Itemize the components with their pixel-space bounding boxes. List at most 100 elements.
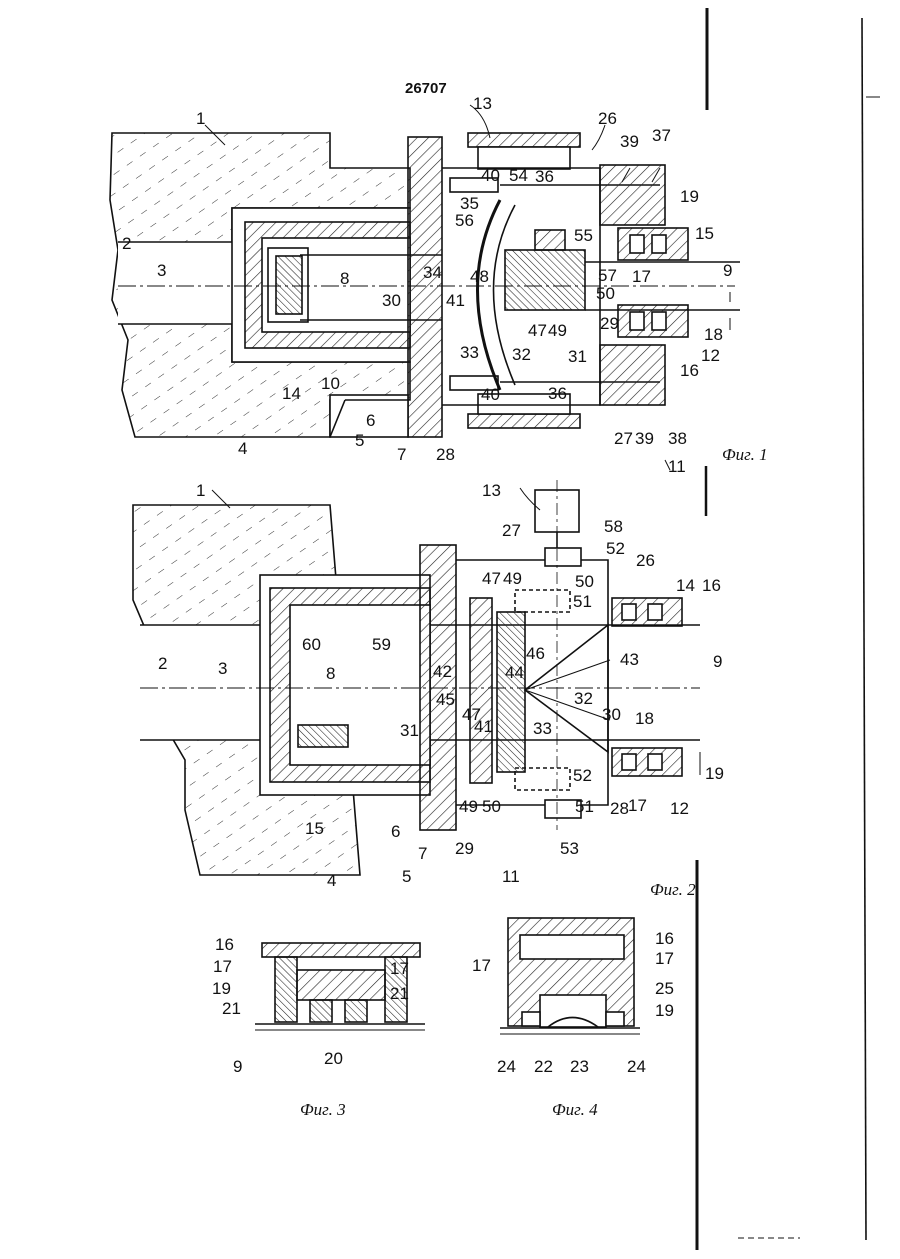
fig1-callout-label: 12 — [701, 347, 720, 364]
fig2-callout-label: 52 — [573, 767, 592, 784]
fig4-callout-label: 22 — [534, 1058, 553, 1075]
fig1-callout-label: 38 — [668, 430, 687, 447]
fig2-callout-label: 59 — [372, 636, 391, 653]
fig1-callout-label: 29 — [600, 315, 619, 332]
fig1-callout-label: 2 — [122, 235, 131, 252]
margin-lines — [697, 8, 880, 1250]
fig3-callout-label: 17 — [390, 960, 409, 977]
fig1-callout-label: 48 — [470, 268, 489, 285]
fig2-callout-label: 51 — [575, 798, 594, 815]
fig4-callout-label: 24 — [627, 1058, 646, 1075]
fig1-callout-label: 36 — [535, 168, 554, 185]
fig4-callout-label: 25 — [655, 980, 674, 997]
fig2-callout-label: 2 — [158, 655, 167, 672]
figure-1-caption: Фиг. 1 — [722, 445, 768, 465]
fig2-callout-label: 27 — [502, 522, 521, 539]
fig3-callout-label: 21 — [222, 1000, 241, 1017]
fig2-callout-label: 58 — [604, 518, 623, 535]
fig1-callout-label: 40 — [481, 167, 500, 184]
fig2-callout-label: 32 — [574, 690, 593, 707]
fig2-callout-label: 26 — [636, 552, 655, 569]
fig2-callout-label: 30 — [602, 706, 621, 723]
fig1-callout-label: 50 — [596, 285, 615, 302]
fig2-callout-label: 16 — [702, 577, 721, 594]
fig1-callout-label: 4 — [238, 440, 247, 457]
fig2-callout-label: 49 — [459, 798, 478, 815]
fig1-callout-label: 31 — [568, 348, 587, 365]
figure-2-caption: Фиг. 2 — [650, 880, 696, 900]
fig2-callout-label: 51 — [573, 593, 592, 610]
fig2-callout-label: 7 — [418, 845, 427, 862]
fig1-callout-label: 55 — [574, 227, 593, 244]
fig3-callout-label: 16 — [215, 936, 234, 953]
fig2-callout-label: 5 — [402, 868, 411, 885]
fig4-callout-label: 17 — [655, 950, 674, 967]
fig1-callout-label: 27 — [614, 430, 633, 447]
fig1-callout-label: 33 — [460, 344, 479, 361]
fig2-callout-label: 49 — [503, 570, 522, 587]
fig1-callout-label: 35 — [460, 195, 479, 212]
fig2-callout-label: 14 — [676, 577, 695, 594]
fig1-callout-label: 7 — [397, 446, 406, 463]
fig2-callout-label: 50 — [482, 798, 501, 815]
fig1-callout-label: 47 — [528, 322, 547, 339]
fig2-callout-label: 50 — [575, 573, 594, 590]
fig2-callout-label: 9 — [713, 653, 722, 670]
fig1-callout-label: 57 — [598, 267, 617, 284]
fig1-callout-label: 15 — [695, 225, 714, 242]
fig2-callout-label: 3 — [218, 660, 227, 677]
fig1-callout-label: 32 — [512, 346, 531, 363]
fig2-callout-label: 19 — [705, 765, 724, 782]
fig2-callout-label: 46 — [526, 645, 545, 662]
fig1-callout-label: 36 — [548, 385, 567, 402]
fig3-callout-label: 20 — [324, 1050, 343, 1067]
fig4-callout-label: 19 — [655, 1002, 674, 1019]
fig2-callout-label: 42 — [433, 663, 452, 680]
fig1-callout-label: 56 — [455, 212, 474, 229]
fig1-callout-label: 14 — [282, 385, 301, 402]
fig1-callout-label: 16 — [680, 362, 699, 379]
fig1-callout-label: 18 — [704, 326, 723, 343]
fig2-callout-label: 45 — [436, 691, 455, 708]
fig1-callout-label: 54 — [509, 167, 528, 184]
fig2-callout-label: 1 — [196, 482, 205, 499]
fig1-callout-label: 8 — [340, 270, 349, 287]
fig2-callout-label: 13 — [482, 482, 501, 499]
fig2-callout-label: 53 — [560, 840, 579, 857]
fig2-callout-label: 4 — [327, 872, 336, 889]
fig4-callout-label: 17 — [472, 957, 491, 974]
fig2-callout-label: 44 — [505, 664, 524, 681]
fig1-callout-label: 1 — [196, 110, 205, 127]
figure-4-caption: Фиг. 4 — [552, 1100, 598, 1120]
document-number: 26707 — [405, 80, 447, 97]
fig2-callout-label: 33 — [533, 720, 552, 737]
fig1-callout-label: 3 — [157, 262, 166, 279]
fig1-callout-label: 41 — [446, 292, 465, 309]
fig1-callout-label: 39 — [620, 133, 639, 150]
fig4-callout-label: 23 — [570, 1058, 589, 1075]
fig2-callout-label: 31 — [400, 722, 419, 739]
fig2-callout-label: 43 — [620, 651, 639, 668]
fig1-callout-label: 6 — [366, 412, 375, 429]
fig1-callout-label: 9 — [723, 262, 732, 279]
fig2-callout-label: 17 — [628, 797, 647, 814]
fig2-callout-label: 8 — [326, 665, 335, 682]
fig3-callout-label: 9 — [233, 1058, 242, 1075]
fig1-callout-label: 34 — [423, 264, 442, 281]
fig1-callout-label: 30 — [382, 292, 401, 309]
fig2-callout-label: 52 — [606, 540, 625, 557]
fig1-callout-label: 13 — [473, 95, 492, 112]
fig2-callout-label: 6 — [391, 823, 400, 840]
fig1-callout-label: 17 — [632, 268, 651, 285]
fig1-callout-label: 5 — [355, 432, 364, 449]
fig1-callout-label: 49 — [548, 322, 567, 339]
figure-4-drawing — [500, 918, 640, 1034]
fig2-callout-label: 60 — [302, 636, 321, 653]
figure-3-caption: Фиг. 3 — [300, 1100, 346, 1120]
fig1-callout-label: 26 — [598, 110, 617, 127]
fig1-callout-label: 37 — [652, 127, 671, 144]
fig1-callout-label: 10 — [321, 375, 340, 392]
fig2-callout-label: 47 — [482, 570, 501, 587]
